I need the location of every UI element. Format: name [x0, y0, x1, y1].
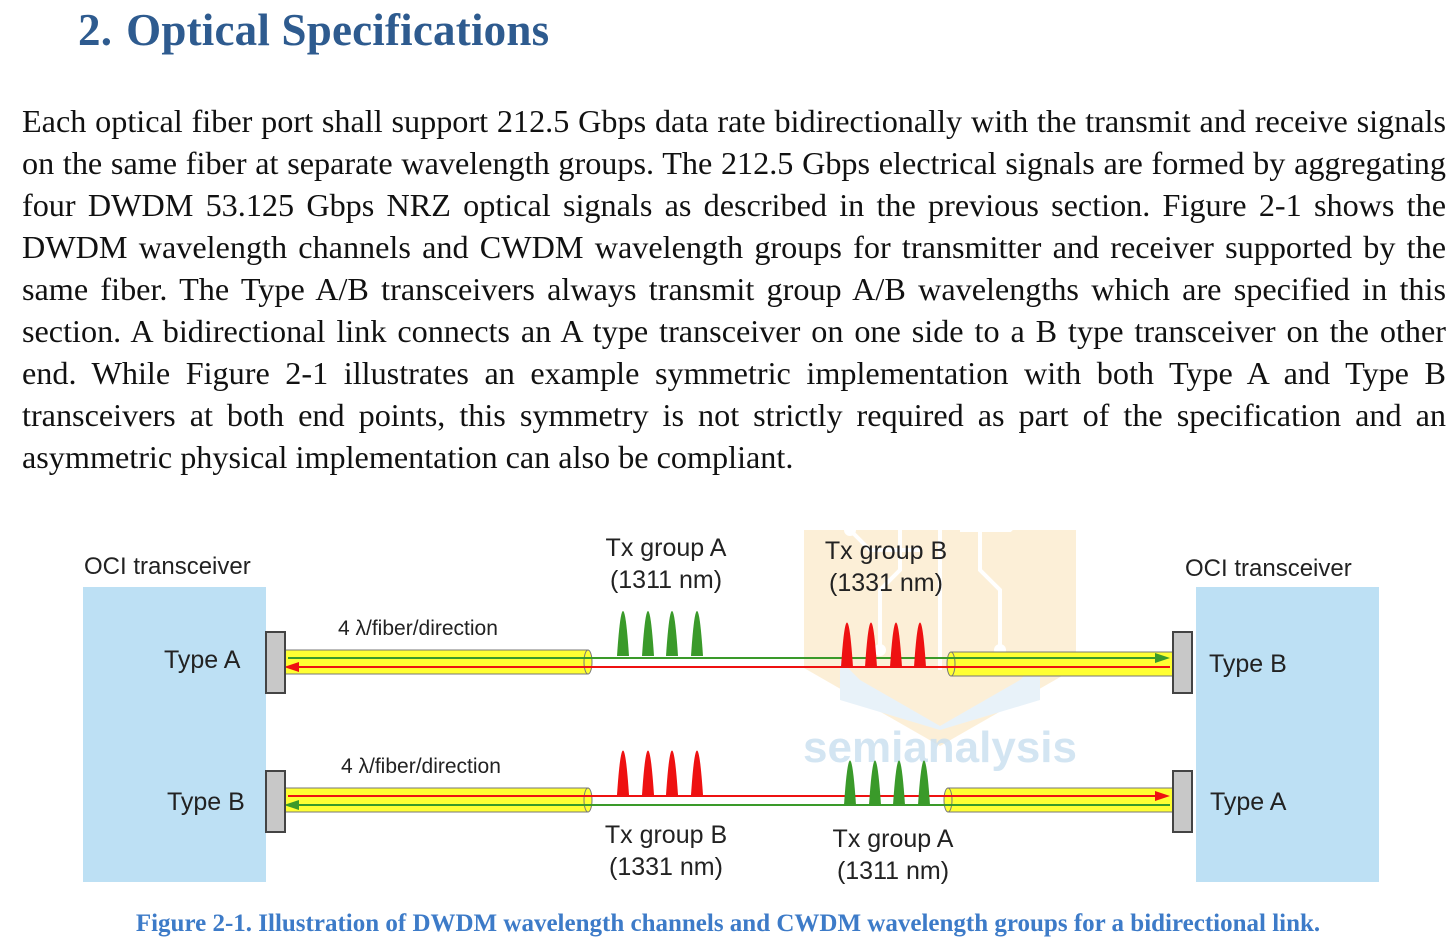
left-bottom-port-label: Type B [167, 788, 245, 816]
top-group-right-name: Tx group B [825, 537, 947, 565]
figure-diagram: semianalysis OCI transceiver Type A Type… [83, 530, 1379, 885]
semianalysis-watermark-logo [804, 530, 1076, 746]
top-left-connector [265, 631, 286, 694]
bottom-group-right-name: Tx group A [833, 825, 954, 853]
top-fiber-label: 4 λ/fiber/direction [338, 617, 498, 640]
top-red-arrowhead [284, 662, 299, 672]
bottom-group-right-wavelength: (1311 nm) [837, 857, 949, 885]
bottom-fiber-label: 4 λ/fiber/direction [341, 755, 501, 778]
top-link: 4 λ/fiber/direction Tx group A (1311 nm)… [265, 534, 1193, 694]
top-green-arrowhead [1155, 653, 1170, 663]
top-right-fiber [950, 651, 1174, 677]
bottom-green-arrowhead [284, 800, 299, 810]
bottom-left-connector [265, 770, 286, 833]
bottom-group-a-peaks [844, 760, 930, 805]
top-group-b-peaks [841, 622, 926, 667]
left-top-port-label: Type A [164, 646, 241, 674]
left-transceiver-box [83, 587, 266, 882]
bottom-group-b-peaks [617, 750, 703, 795]
bottom-right-fiber [947, 787, 1174, 813]
bottom-red-arrowhead [1155, 791, 1170, 801]
bottom-right-connector [1172, 770, 1193, 833]
bottom-group-left-name: Tx group B [605, 821, 727, 849]
right-transceiver-box [1196, 587, 1379, 882]
right-bottom-port-label: Type A [1210, 788, 1287, 816]
top-right-connector [1172, 631, 1193, 694]
figure-caption: Figure 2-1. Illustration of DWDM wavelen… [135, 910, 1321, 937]
bottom-left-fiber [284, 787, 589, 813]
figure-2-1: semianalysis OCI transceiver Type A Type… [0, 530, 1456, 890]
right-top-port-label: Type B [1209, 650, 1287, 678]
top-group-left-wavelength: (1311 nm) [610, 566, 722, 594]
watermark-text: semianalysis [803, 723, 1077, 772]
section-heading: 2. Optical Specifications [78, 4, 549, 56]
section-title: Optical Specifications [126, 5, 550, 55]
bottom-group-left-wavelength: (1331 nm) [609, 853, 723, 881]
body-paragraph: Each optical fiber port shall support 21… [22, 103, 1446, 475]
section-number: 2. [78, 5, 113, 55]
top-group-left-name: Tx group A [606, 534, 727, 562]
top-left-fiber [284, 649, 589, 675]
bottom-link: 4 λ/fiber/direction Tx group B (1331 nm)… [265, 750, 1193, 885]
right-transceiver-title: OCI transceiver [1185, 555, 1352, 582]
left-transceiver-title: OCI transceiver [84, 553, 251, 580]
top-group-a-peaks [617, 611, 703, 656]
top-group-right-wavelength: (1331 nm) [829, 569, 943, 597]
